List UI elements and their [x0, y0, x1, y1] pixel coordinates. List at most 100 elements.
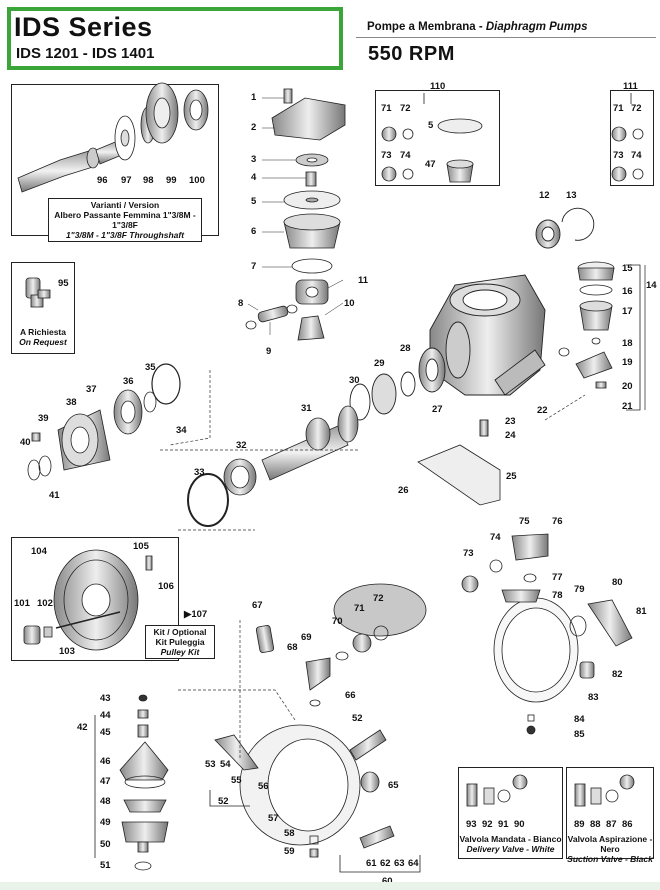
kit110-label-5: 5: [428, 120, 434, 131]
kit111-label-71: 71: [613, 103, 624, 114]
suction-valve-box: [566, 767, 654, 859]
delivery-valve-caption: Valvola Mandata - Bianco Delivery Valve …: [459, 834, 562, 854]
model-numbers: IDS 1201 - IDS 1401: [16, 45, 155, 62]
part-label-55: 55: [231, 775, 242, 786]
part-label-41: 41: [49, 490, 60, 501]
part-label-29: 29: [374, 358, 385, 369]
part-label-3: 3: [251, 154, 257, 165]
lower-head-assembly: [214, 583, 427, 858]
pulley-kit-line2: Kit Puleggia: [155, 637, 205, 647]
part-label-16: 16: [622, 286, 633, 297]
part-label-12: 12: [539, 190, 550, 201]
tagline-italian: Pompe a Membrana -: [367, 21, 486, 33]
rpm-label: 550 RPM: [368, 43, 455, 65]
part-label-106: 106: [158, 581, 174, 592]
kit-110-parts: [381, 118, 483, 183]
part-label-56: 56: [258, 781, 269, 792]
crankcase-body: [349, 207, 595, 437]
kit-111-parts: [611, 126, 644, 182]
kit-110-box: [375, 90, 500, 186]
throughshaft-parts: [17, 82, 209, 193]
kit110-label-74: 74: [400, 150, 411, 161]
part-label-43: 43: [100, 693, 111, 704]
part-label-74: 74: [490, 532, 501, 543]
part-label-27: 27: [432, 404, 443, 415]
part-label-86: 86: [622, 819, 633, 830]
part-label-6: 6: [251, 226, 257, 237]
group-label-52b: 52: [352, 713, 363, 724]
header-frame: [7, 7, 343, 70]
kit111-label-73: 73: [613, 150, 624, 161]
part-label-11: 11: [358, 275, 369, 286]
part-label-32: 32: [236, 440, 247, 451]
part-label-103: 103: [59, 646, 75, 657]
part-label-35: 35: [145, 362, 156, 373]
part-label-21: 21: [622, 401, 633, 412]
part-label-59: 59: [284, 846, 295, 857]
group-label-107: ▶107: [184, 609, 208, 620]
pulley-kit-caption: Kit / Optional Kit Puleggia Pulley Kit: [145, 625, 215, 659]
part-label-47: 47: [100, 776, 111, 787]
part-label-63: 63: [394, 858, 405, 869]
part-label-36: 36: [123, 376, 134, 387]
part-label-99: 99: [166, 175, 177, 186]
part-label-95: 95: [58, 278, 69, 289]
kit110-label-71: 71: [381, 103, 392, 114]
part-label-50: 50: [100, 839, 111, 850]
series-title: IDS Series: [14, 12, 153, 42]
cylinder-14-stack: [558, 261, 646, 410]
part-label-48: 48: [100, 796, 111, 807]
crankshaft-assembly: [27, 363, 501, 527]
part-label-68: 68: [287, 642, 298, 653]
part-label-70: 70: [332, 616, 343, 627]
part-label-72: 72: [373, 593, 384, 604]
part-label-102: 102: [37, 598, 53, 609]
group-label-60: 60: [382, 876, 393, 887]
part-label-89: 89: [574, 819, 585, 830]
part-label-9: 9: [266, 346, 272, 357]
part-label-24: 24: [505, 430, 516, 441]
part-95-fitting: [25, 277, 51, 308]
part-label-66: 66: [345, 690, 356, 701]
part-label-22: 22: [537, 405, 548, 416]
part-label-45: 45: [100, 727, 111, 738]
group-label-111: 111: [623, 81, 638, 92]
version-caption-line1: Varianti / Version: [90, 200, 160, 210]
part-label-85: 85: [574, 729, 585, 740]
delivery-valve-line1: Valvola Mandata - Bianco: [459, 834, 562, 844]
part-label-51: 51: [100, 860, 111, 871]
part-label-64: 64: [408, 858, 419, 869]
on-request-caption: A Richiesta On Request: [12, 327, 74, 347]
group-label-107-text: 107: [191, 609, 208, 620]
right-outlet-parts: [461, 533, 633, 735]
suction-valve-caption: Valvola Aspirazione - Nero Suction Valve…: [563, 834, 657, 864]
part-label-38: 38: [66, 397, 77, 408]
delivery-valve-box: [458, 767, 563, 859]
part-label-8: 8: [238, 298, 244, 309]
group-brackets: [94, 93, 641, 873]
part-label-39: 39: [38, 413, 49, 424]
version-caption-line3: 1"3/8M - 1"3/8F Throughshaft: [65, 230, 185, 240]
part-label-92: 92: [482, 819, 493, 830]
part-label-26: 26: [398, 485, 409, 496]
group-label-42: 42: [77, 722, 88, 733]
group-label-52a: 52: [218, 796, 229, 807]
part-label-25: 25: [506, 471, 517, 482]
part-label-71: 71: [354, 603, 365, 614]
number-leaders: [247, 97, 344, 335]
part-label-67: 67: [252, 600, 263, 611]
part-label-62: 62: [380, 858, 391, 869]
part-label-104: 104: [31, 546, 47, 557]
group-label-110: 110: [430, 81, 446, 92]
footer-strip: [0, 882, 660, 890]
part-label-33: 33: [194, 467, 205, 478]
part-label-7: 7: [251, 261, 257, 272]
part-label-58: 58: [284, 828, 295, 839]
part-label-91: 91: [498, 819, 509, 830]
part-label-97: 97: [121, 175, 132, 186]
part-label-87: 87: [606, 819, 617, 830]
part-label-20: 20: [622, 381, 633, 392]
part-label-81: 81: [636, 606, 647, 617]
part-label-54: 54: [220, 759, 231, 770]
